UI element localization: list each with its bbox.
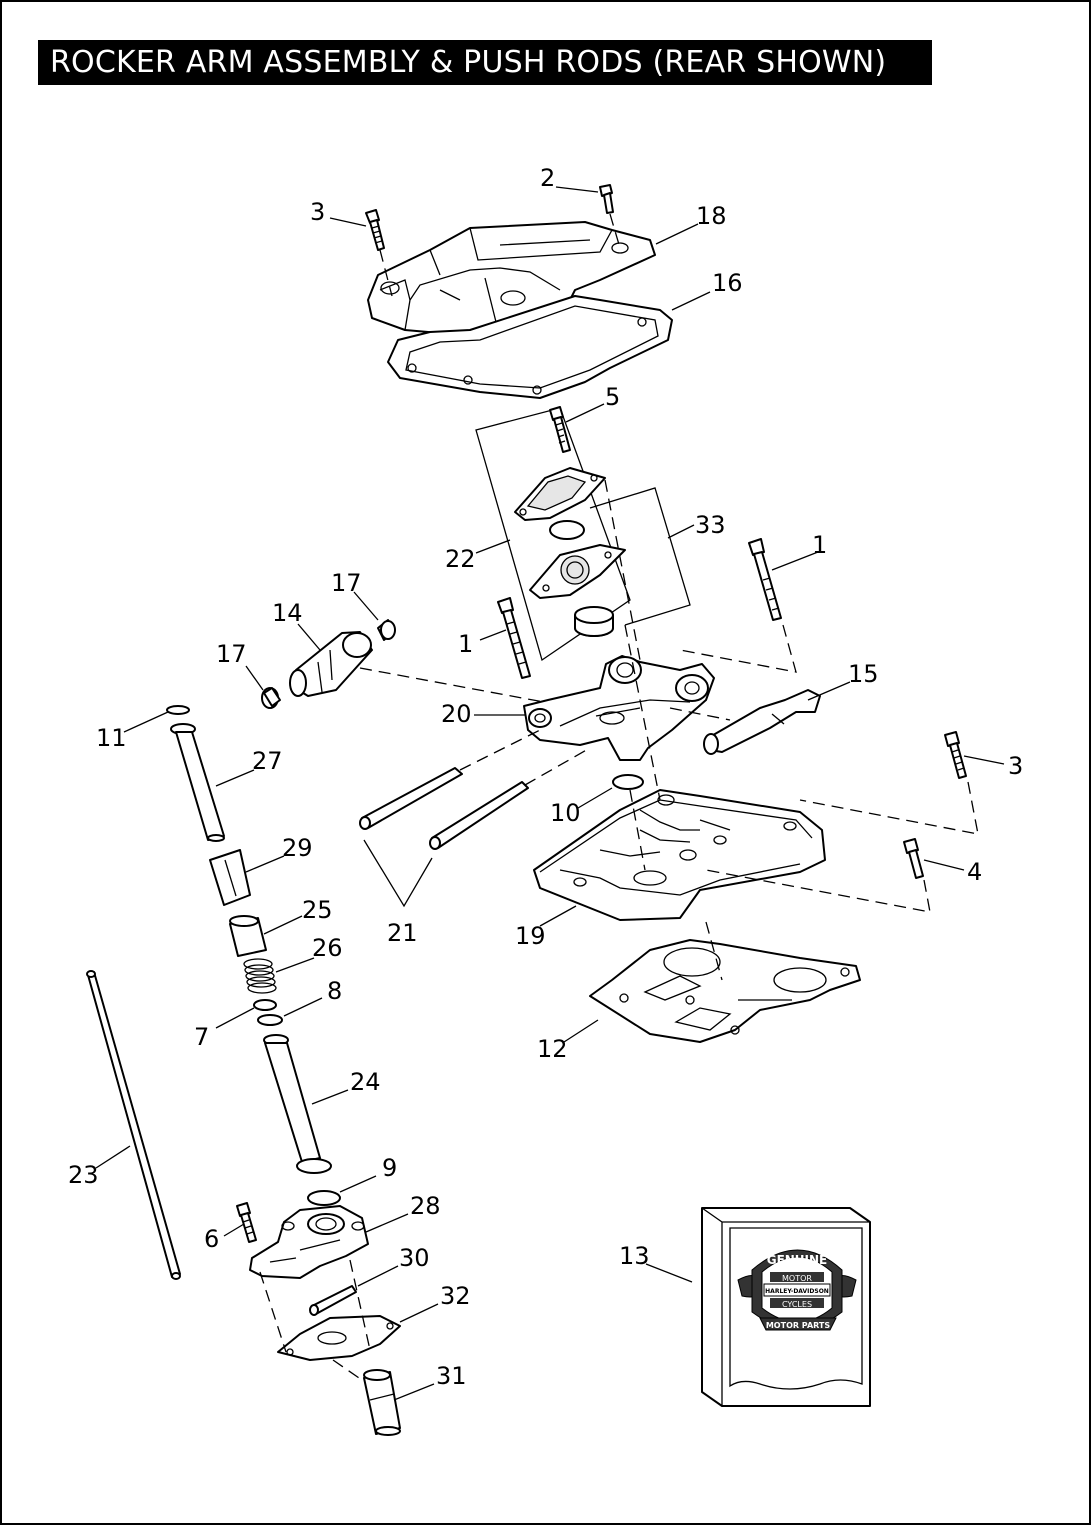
callout-7: 7 (194, 1023, 209, 1051)
bolt-6 (236, 1202, 257, 1243)
rocker-cover (367, 221, 656, 341)
bolt-4 (705, 838, 931, 913)
push-rod-23 (86, 970, 181, 1280)
callout-1-right: 1 (812, 531, 827, 559)
centerline-12 (705, 921, 723, 981)
callout-21: 21 (387, 919, 418, 947)
callout-11: 11 (96, 724, 127, 752)
filter-element (549, 520, 585, 540)
bolt-3-right (799, 731, 979, 835)
rocker-arm-15 (703, 689, 821, 755)
lifter-cover-28 (249, 1205, 369, 1279)
callout-13: 13 (619, 1242, 650, 1270)
bushing-17-top (377, 619, 396, 641)
base-gasket-12 (589, 939, 861, 1043)
spring-26 (243, 958, 277, 994)
callout-22: 22 (445, 545, 476, 573)
callout-19: 19 (515, 922, 546, 950)
callout-2: 2 (540, 164, 555, 192)
bolt-1-left (497, 597, 531, 679)
centerline-10 (629, 789, 646, 871)
callout-3-top: 3 (310, 198, 325, 226)
leader-lines (95, 186, 1005, 1401)
rocker-shafts-21 (359, 729, 591, 850)
bolt-3-top (365, 209, 393, 297)
callout-32: 32 (440, 1282, 471, 1310)
centerline-lifter (259, 1259, 371, 1381)
harley-davidson-logo: GENUINE MOTOR HARLEY-DAVIDSON CYCLES MOT… (737, 1249, 857, 1331)
callout-31: 31 (436, 1362, 467, 1390)
breather-assembly-box (475, 407, 691, 662)
callout-23: 23 (68, 1161, 99, 1189)
rocker-cover-gasket (387, 295, 673, 399)
callout-labels: 2 3 18 16 5 33 1 22 17 14 1 17 15 20 11 … (68, 164, 1023, 1390)
diagram-title: ROCKER ARM ASSEMBLY & PUSH RODS (REAR SH… (38, 40, 932, 85)
callout-1-left: 1 (458, 630, 473, 658)
bolt-2 (599, 184, 621, 249)
breather-plate (529, 544, 626, 599)
callout-15: 15 (848, 660, 879, 688)
push-rod-cover-24 (263, 1034, 332, 1174)
umbrella-valve (574, 606, 614, 637)
pin-30 (309, 1285, 357, 1316)
callout-6: 6 (204, 1225, 219, 1253)
callout-29: 29 (282, 834, 313, 862)
callout-12: 12 (537, 1035, 568, 1063)
centerline-14 (359, 667, 561, 706)
callout-5: 5 (605, 383, 620, 411)
bushing-17-left (261, 687, 281, 709)
gasket-32 (277, 1315, 401, 1361)
callout-10: 10 (550, 799, 581, 827)
o-ring-11 (166, 705, 190, 715)
callout-28: 28 (410, 1192, 441, 1220)
callout-14: 14 (272, 599, 303, 627)
logo-upper-ribbon-text: MOTOR (782, 1274, 812, 1283)
breather-bolt-5 (549, 406, 571, 453)
callout-4: 4 (967, 858, 982, 886)
callout-20: 20 (441, 700, 472, 728)
rocker-support-20 (523, 655, 715, 761)
washer-7 (253, 999, 277, 1011)
spring-cap-25 (229, 915, 267, 957)
o-ring-10 (612, 774, 644, 790)
centerline-breather (604, 479, 661, 801)
o-ring-8 (257, 1014, 283, 1026)
callout-26: 26 (312, 934, 343, 962)
logo-center-text: HARLEY-DAVIDSON (765, 1288, 829, 1295)
callout-30: 30 (399, 1244, 430, 1272)
callout-17-left: 17 (216, 640, 247, 668)
callout-16: 16 (712, 269, 743, 297)
callout-27: 27 (252, 747, 283, 775)
logo-lower-ribbon-text: CYCLES (782, 1300, 812, 1309)
callout-9: 9 (382, 1154, 397, 1182)
spring-cap-29 (209, 849, 251, 906)
logo-top-text: GENUINE (767, 1253, 828, 1267)
push-rod-cover-27 (170, 723, 225, 842)
callout-33: 33 (695, 511, 726, 539)
o-ring-9 (307, 1190, 341, 1206)
callout-24: 24 (350, 1068, 381, 1096)
callout-18: 18 (696, 202, 727, 230)
lifter-31 (363, 1369, 401, 1436)
callout-3-right: 3 (1008, 752, 1023, 780)
logo-bottom-text: MOTOR PARTS (766, 1321, 831, 1330)
callout-25: 25 (302, 896, 333, 924)
bolt-1-right (679, 538, 797, 673)
callout-8: 8 (327, 977, 342, 1005)
rocker-housing-19 (533, 789, 826, 921)
centerline-15 (669, 707, 731, 721)
breather-cover (514, 467, 606, 521)
rocker-arm-14 (289, 631, 373, 697)
callout-17-top: 17 (331, 569, 362, 597)
genuine-parts-box-13: GENUINE MOTOR HARLEY-DAVIDSON CYCLES MOT… (701, 1207, 871, 1407)
